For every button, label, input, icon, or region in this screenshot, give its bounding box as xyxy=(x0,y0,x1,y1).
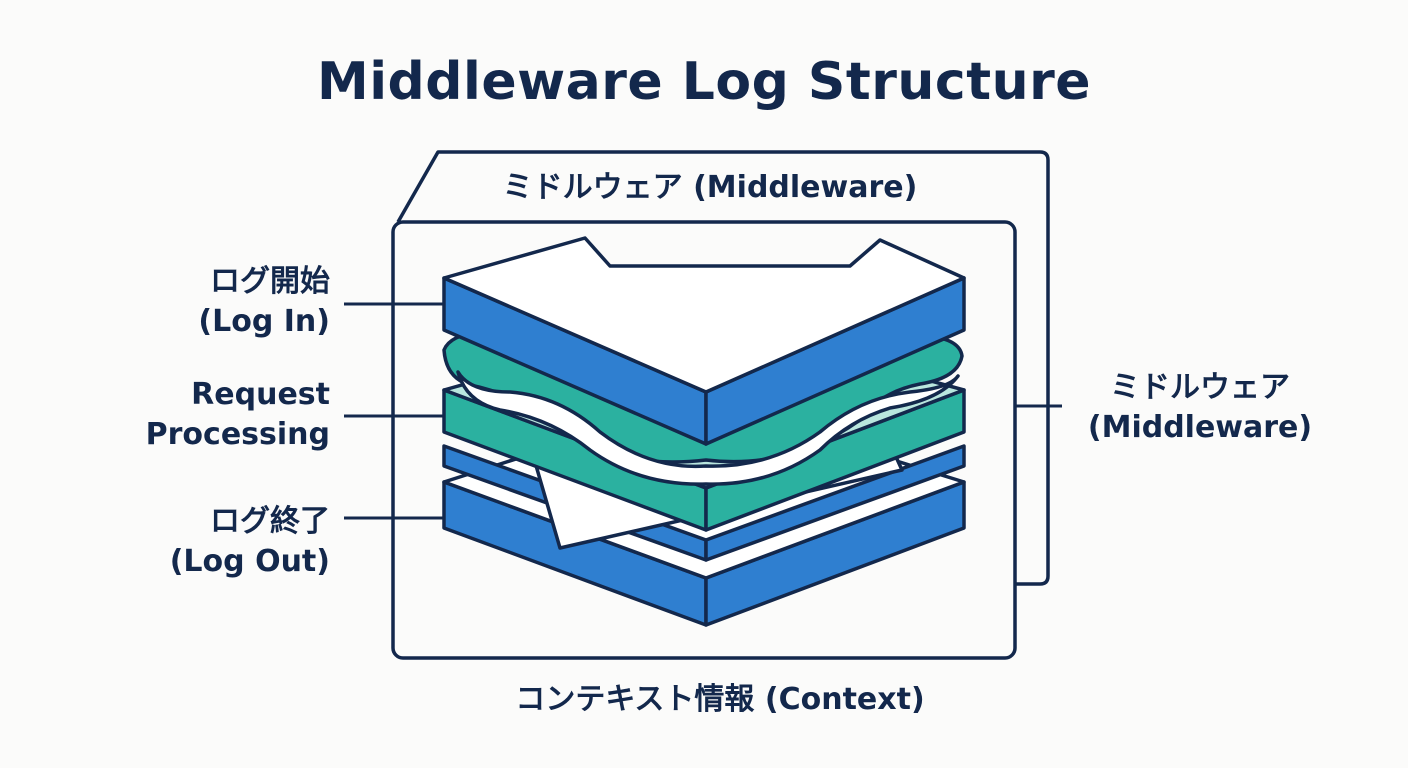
log-out-label-en: (Log Out) xyxy=(169,544,330,579)
right-middleware-label: ミドルウェア (Middleware) xyxy=(1070,368,1330,448)
log-in-label-en: (Log In) xyxy=(198,304,330,339)
right-middleware-label-jp: ミドルウェア xyxy=(1110,370,1290,405)
request-label-line2: Processing xyxy=(145,417,330,452)
log-in-label: ログ開始 (Log In) xyxy=(60,262,330,342)
thin-blue-layer-right xyxy=(704,444,966,562)
log-out-label-jp: ログ終了 xyxy=(210,504,330,539)
request-label-line1: Request xyxy=(191,377,330,412)
context-label: コンテキスト情報 (Context) xyxy=(515,682,925,717)
outer-middleware-label: ミドルウェア (Middleware) xyxy=(502,170,918,205)
page-title: Middleware Log Structure xyxy=(316,52,1092,112)
white-sauce-wave xyxy=(456,370,960,486)
outer-middleware-box xyxy=(396,150,1050,586)
request-processing-label: Request Processing xyxy=(60,375,330,455)
right-middleware-label-en: (Middleware) xyxy=(1087,410,1313,445)
log-in-label-jp: ログ開始 xyxy=(210,264,330,299)
context-box xyxy=(391,220,1017,660)
top-bread-top xyxy=(442,236,966,394)
log-out-label: ログ終了 (Log Out) xyxy=(60,502,330,582)
